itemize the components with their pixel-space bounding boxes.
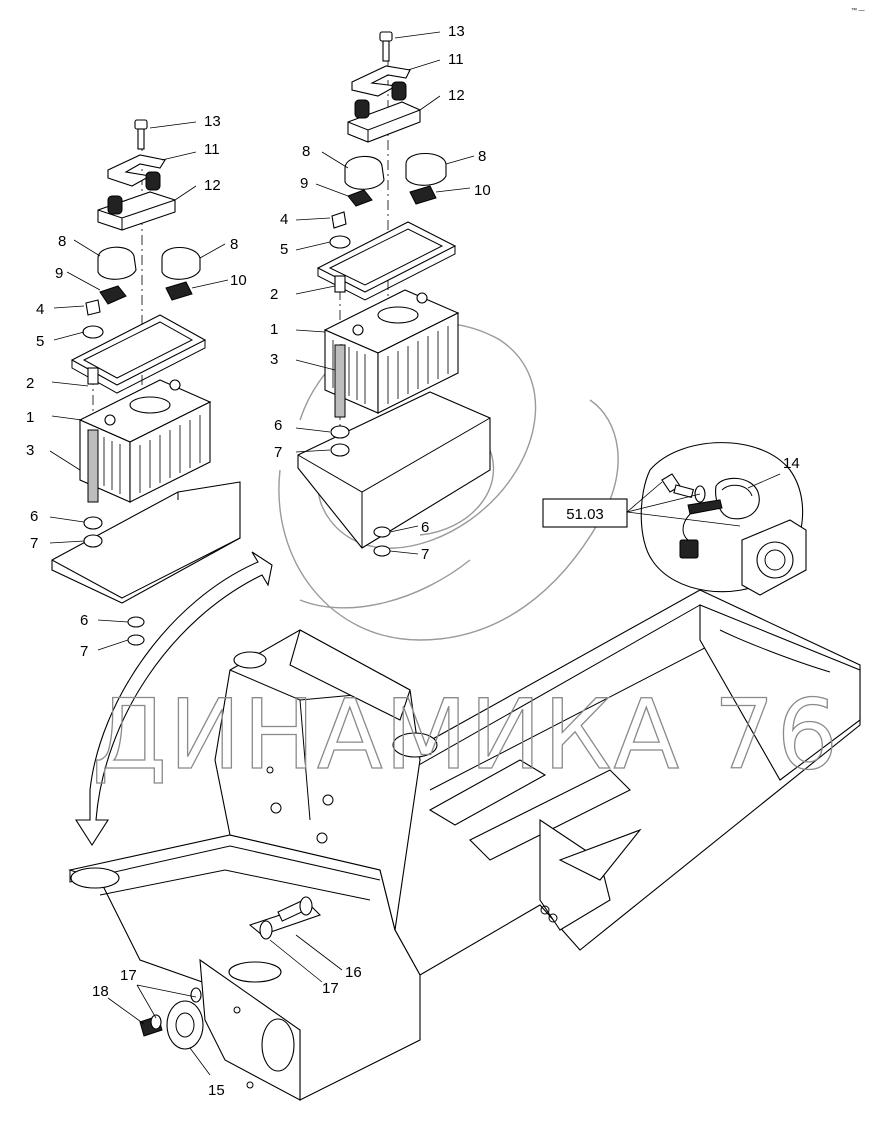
callout-left-12: 12	[204, 177, 221, 194]
callout-left-1: 1	[26, 409, 34, 426]
callout-left-8a: 8	[58, 233, 66, 250]
left-clamp-9	[99, 285, 127, 305]
callout-right-8b: 8	[478, 148, 486, 165]
callout-right-6b: 6	[421, 519, 429, 536]
left-battery-1	[78, 379, 212, 503]
callout-right-11: 11	[448, 51, 464, 68]
callout-right-3: 3	[270, 351, 278, 368]
right-washer-6a	[330, 425, 350, 439]
right-clamp-9	[347, 189, 373, 207]
transfer-arrow	[74, 551, 273, 847]
left-terminal-block-12	[97, 171, 176, 231]
callout-right-5: 5	[280, 241, 288, 258]
washer-17-top	[259, 920, 273, 940]
right-frame-2	[316, 221, 457, 301]
callout-right-7b: 7	[421, 546, 429, 563]
callout-left-8b: 8	[230, 236, 238, 253]
washer-17-upper	[190, 987, 202, 1003]
callout-left-9: 9	[55, 265, 63, 282]
callout-left-7b: 7	[80, 643, 88, 660]
callout-17b: 17	[120, 967, 137, 984]
left-cap-8a	[97, 246, 137, 280]
callout-left-4: 4	[36, 301, 44, 318]
callout-left-13: 13	[204, 113, 221, 130]
callout-right-13: 13	[448, 23, 465, 40]
right-washer-5	[329, 235, 351, 249]
corner-mark: ™ —	[851, 7, 865, 14]
callout-right-12: 12	[448, 87, 465, 104]
horn-15	[139, 987, 204, 1050]
left-clip-11	[107, 154, 166, 187]
right-clamp-10	[409, 185, 437, 205]
watermark-text: ДИНАМИКА 76	[92, 679, 840, 791]
right-battery-assembly	[295, 31, 491, 557]
left-rod-3	[87, 429, 99, 503]
callout-17a: 17	[322, 980, 339, 997]
washer-17-lower	[150, 1014, 162, 1030]
callout-right-1: 1	[270, 321, 278, 338]
reference-box	[542, 498, 628, 528]
right-nut-4	[331, 211, 347, 229]
right-cap-8a	[344, 155, 385, 190]
left-nut-7b	[127, 634, 145, 646]
left-nut-4	[85, 299, 101, 316]
callout-left-5: 5	[36, 333, 44, 350]
right-terminal-block-12	[347, 81, 421, 143]
callout-right-4: 4	[280, 211, 288, 228]
left-bolt-13	[134, 119, 148, 150]
callout-16: 16	[345, 964, 362, 981]
callout-left-6a: 6	[30, 508, 38, 525]
left-nut-7a	[83, 534, 103, 548]
horn-14	[715, 477, 760, 520]
reference-box-label: 51.03	[566, 506, 604, 523]
left-washer-6a	[83, 516, 103, 530]
left-cap-8b	[161, 246, 201, 280]
right-rod-3	[334, 344, 346, 418]
callout-right-9: 9	[300, 175, 308, 192]
callout-14: 14	[783, 455, 800, 472]
callout-right-6a: 6	[274, 417, 282, 434]
callout-left-6b: 6	[80, 612, 88, 629]
callout-left-11: 11	[204, 141, 220, 158]
right-nut-7b	[373, 545, 391, 557]
left-washer-6b	[127, 616, 145, 628]
callout-left-3: 3	[26, 442, 34, 459]
callout-right-2: 2	[270, 286, 278, 303]
left-frame-2	[70, 314, 207, 394]
right-washer-6b	[373, 526, 391, 538]
callout-labels: 13 11 12 8 8 9 10 4 5 2 1 3 6 7 6 7 13 1…	[26, 23, 800, 1099]
callout-left-2: 2	[26, 375, 34, 392]
machine-frame	[67, 589, 861, 1101]
callout-right-10: 10	[474, 182, 491, 199]
callout-left-7a: 7	[30, 535, 38, 552]
callout-right-8a: 8	[302, 143, 310, 160]
right-bolt-13	[379, 31, 393, 62]
right-cap-8b	[405, 153, 447, 186]
left-battery-assembly	[49, 119, 241, 651]
callout-18: 18	[92, 983, 109, 1000]
callout-15: 15	[208, 1082, 225, 1099]
bolt-16	[277, 896, 313, 922]
right-clip-11	[351, 65, 411, 97]
left-washer-5	[82, 325, 104, 339]
right-nut-7a	[330, 443, 350, 457]
left-tray	[51, 481, 241, 604]
callout-right-7a: 7	[274, 444, 282, 461]
left-clamp-10	[165, 281, 193, 301]
right-tray	[297, 391, 491, 549]
callout-left-10: 10	[230, 272, 247, 289]
